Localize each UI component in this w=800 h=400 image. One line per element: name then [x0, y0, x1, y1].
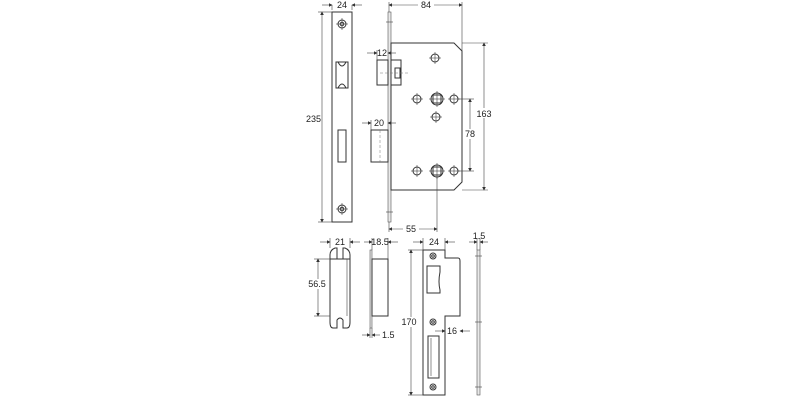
case-height-label: 163	[476, 109, 491, 119]
screw-hole-icon	[429, 318, 437, 326]
strike-plate	[422, 249, 461, 396]
lock-case	[390, 42, 463, 191]
lock-body-side-view: 84 12 20 163 78 55	[362, 0, 493, 234]
fixing-hole-icon	[411, 165, 423, 177]
keeper-height-label: 56.5	[308, 279, 326, 289]
deadbolt-slot	[337, 129, 347, 163]
latch-slot	[335, 61, 349, 89]
keeper-depth-label: 18.5	[371, 237, 389, 247]
screw-hole-icon	[429, 252, 437, 260]
keeper-thickness-label: 1.5	[382, 330, 395, 340]
deadbolt-aperture	[427, 335, 440, 379]
keeper-front-view: 21 56.5	[303, 237, 360, 329]
forend-front-view: 24 235	[306, 0, 362, 223]
centres-label: 78	[465, 129, 475, 139]
case-width-label: 84	[421, 0, 431, 10]
latch-aperture	[426, 265, 441, 294]
screw-hole-icon	[336, 18, 348, 30]
backset-label: 55	[406, 224, 416, 234]
fixing-hole-icon	[411, 93, 423, 105]
forend-plate	[331, 11, 353, 223]
strike-height-label: 170	[401, 317, 416, 327]
screw-hole-icon	[336, 203, 348, 215]
strike-lip-label: 16	[447, 326, 457, 336]
keeper-side-view: 18.5 1.5	[362, 237, 398, 340]
fixing-hole-icon	[430, 111, 442, 123]
strike-plate-side-view: 1.5	[469, 231, 488, 396]
dead-bolt	[370, 129, 389, 163]
spindle-hole-upper-icon	[429, 91, 445, 107]
strike-plate-front-view: 24 170 16	[398, 237, 470, 396]
keeper-box	[371, 258, 389, 317]
forend-width-label: 24	[337, 0, 347, 10]
screw-hole-icon	[429, 383, 437, 391]
latch-projection-label: 12	[377, 48, 387, 58]
deadbolt-projection-label: 20	[374, 118, 384, 128]
strike-plate-edge	[476, 249, 481, 396]
strike-width-label: 24	[429, 237, 439, 247]
latch-bolt	[376, 59, 389, 86]
forend-height-label: 235	[306, 114, 321, 124]
keeper-width-label: 21	[335, 237, 345, 247]
strike-thickness-label: 1.5	[473, 231, 486, 241]
fixing-hole-icon	[429, 52, 441, 64]
